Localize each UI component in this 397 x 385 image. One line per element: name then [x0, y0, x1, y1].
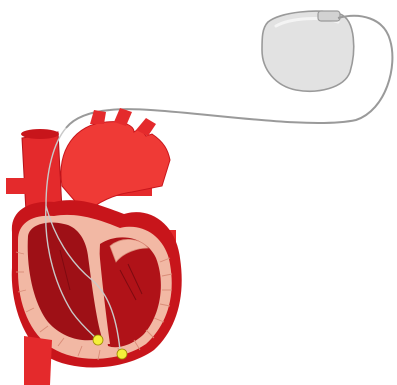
electrode-atrial	[93, 335, 103, 345]
pulmonary-vein-left	[6, 178, 30, 194]
aortic-arch	[61, 122, 170, 214]
electrode-ventricular	[117, 349, 127, 359]
svc-opening	[21, 129, 59, 139]
pacemaker-generator	[262, 11, 354, 91]
inferior-vena-cava	[24, 336, 52, 385]
